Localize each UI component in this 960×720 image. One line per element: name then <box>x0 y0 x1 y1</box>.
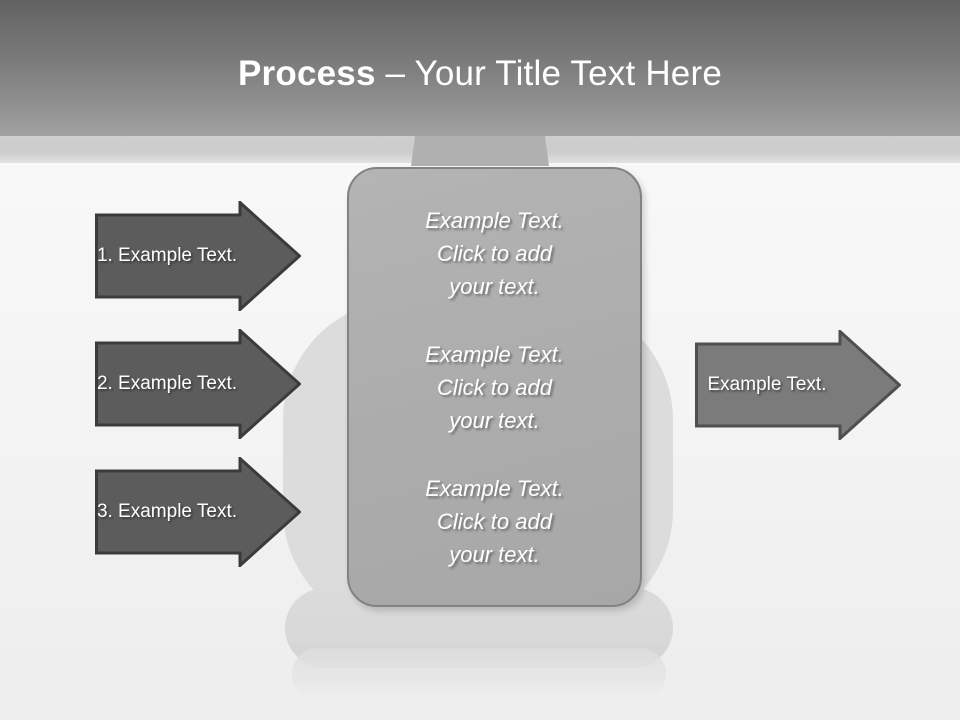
header-band <box>0 0 960 136</box>
page-title: Process – Your Title Text Here <box>0 53 960 95</box>
monitor-stand-neck <box>411 136 549 166</box>
process-step-arrow-3-label: 3. Example Text. <box>96 501 238 522</box>
center-panel-text-block-1: Example Text. Click to add your text. <box>425 207 564 299</box>
process-step-arrow-2[interactable]: 2. Example Text. <box>95 329 301 439</box>
center-panel-text-block-2: Example Text. Click to add your text. <box>425 341 564 433</box>
process-step-arrow-3[interactable]: 3. Example Text. <box>95 457 301 567</box>
monitor-stand-base-reflection <box>292 648 666 700</box>
process-step-arrow-2-label: 2. Example Text. <box>96 373 238 394</box>
process-step-arrow-1[interactable]: 1. Example Text. <box>95 201 301 311</box>
right-arrow-icon <box>95 329 301 439</box>
page-title-rest: – Your Title Text Here <box>375 54 722 93</box>
process-result-arrow[interactable]: Example Text. <box>695 330 901 440</box>
right-arrow-icon <box>95 201 301 311</box>
page-title-bold: Process <box>238 54 376 93</box>
center-content-panel[interactable]: Example Text. Click to add your text. Ex… <box>347 167 642 607</box>
process-step-arrow-1-label: 1. Example Text. <box>96 245 238 266</box>
center-panel-text-block-3: Example Text. Click to add your text. <box>425 475 564 567</box>
right-arrow-icon <box>695 330 901 440</box>
right-arrow-icon <box>95 457 301 567</box>
process-result-arrow-label: Example Text. <box>707 374 827 395</box>
